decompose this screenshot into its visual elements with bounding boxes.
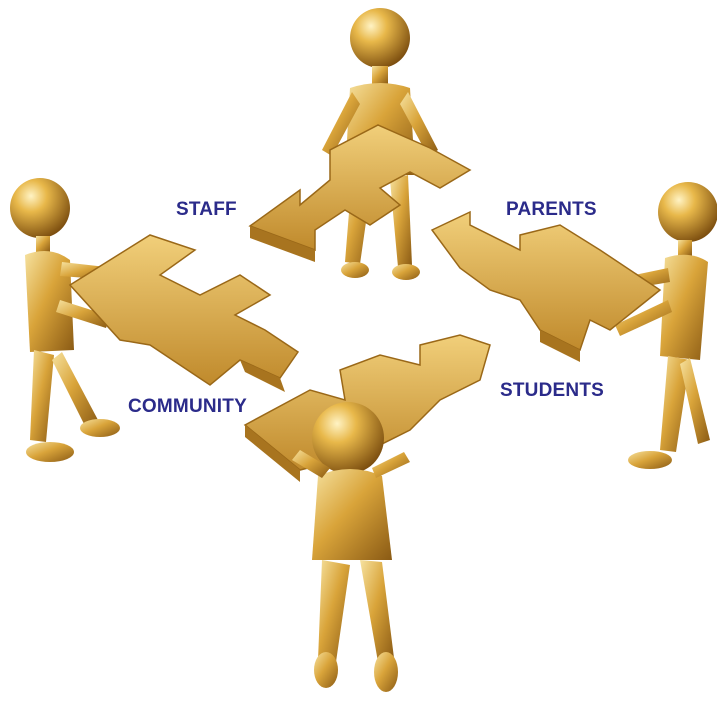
staff-label: STAFF <box>176 199 237 220</box>
right-puzzle-arrow <box>430 210 662 362</box>
students-label: STUDENTS <box>500 380 604 401</box>
right-gold-figure <box>610 182 717 469</box>
community-label: COMMUNITY <box>128 396 247 417</box>
parents-label: PARENTS <box>506 199 597 220</box>
left-puzzle-arrow <box>68 234 300 392</box>
bottom-gold-figure <box>292 402 410 692</box>
top-puzzle-arrow <box>248 124 472 262</box>
